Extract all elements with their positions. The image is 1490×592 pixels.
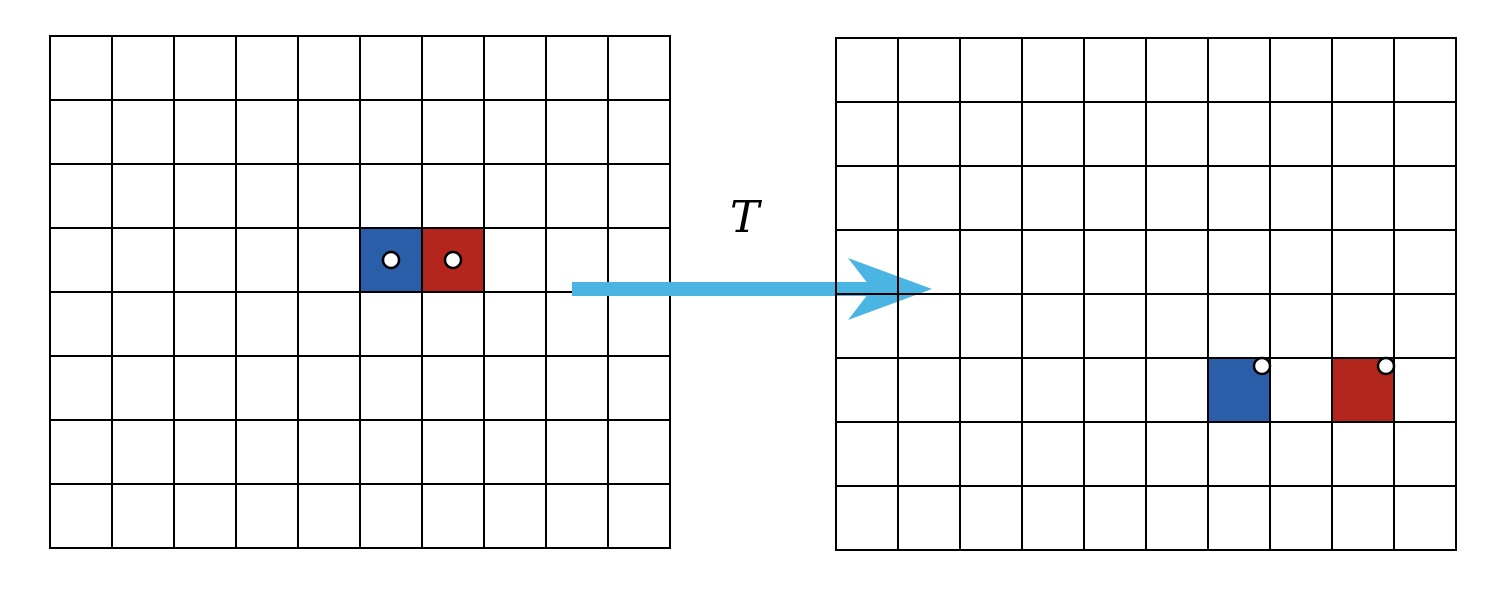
- source-grid: [49, 35, 671, 549]
- red-cell-dot: [443, 250, 463, 270]
- transform-arrow: [572, 258, 932, 320]
- transform-label: T: [730, 192, 760, 243]
- red-cell-dot: [1376, 356, 1396, 376]
- blue-cell-dot: [381, 250, 401, 270]
- arrow-head: [848, 258, 932, 320]
- blue-cell-dot: [1252, 356, 1272, 376]
- grid-border: [835, 37, 1457, 551]
- arrow-shaft: [572, 282, 880, 296]
- target-grid: [835, 37, 1457, 551]
